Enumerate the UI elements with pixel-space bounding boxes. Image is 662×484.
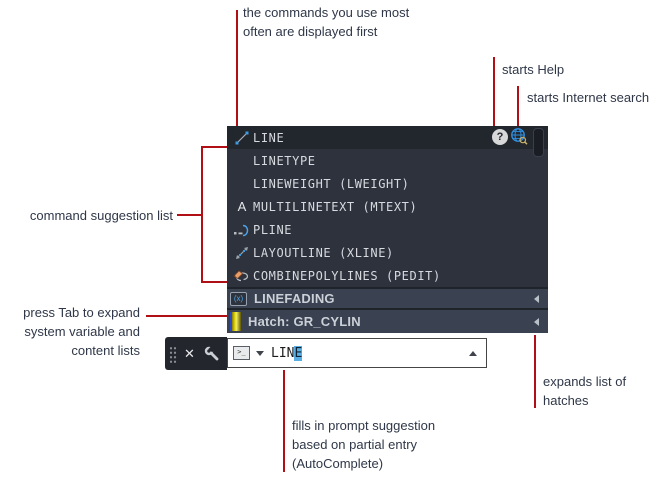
suggestion-row-layoutline[interactable]: LAYOUTLINE (XLINE) <box>227 241 548 264</box>
callout-line-autocomplete <box>283 370 285 472</box>
line-icon <box>231 130 253 146</box>
typed-part: LIN <box>271 345 295 361</box>
command-bar-toolbar: ✕ <box>165 337 227 370</box>
panel-separator <box>227 287 548 289</box>
annotation-command-suggestion-list: command suggestion list <box>29 208 173 223</box>
suggestion-row-combinepolylines[interactable]: COMBINEPOLYLINES (PEDIT) <box>227 264 548 287</box>
suggestion-row-multilinetext[interactable]: A MULTILINETEXT (MTEXT) <box>227 195 548 218</box>
mtext-glyph: A <box>237 199 247 214</box>
annotation-text-line: expands list of <box>543 374 627 389</box>
annotation-text-line: system variable and <box>24 324 140 339</box>
hatch-label: Hatch: GR_CYLIN <box>248 314 361 329</box>
pedit-icon <box>231 268 253 283</box>
suggestion-label: PLINE <box>253 222 293 237</box>
suggestion-row-pline[interactable]: PLINE <box>227 218 548 241</box>
system-variable-icon: (x) <box>230 291 247 306</box>
suggestion-label: COMBINEPOLYLINES (PEDIT) <box>253 268 441 283</box>
annotation-press-tab: press Tab to expand system variable and … <box>0 303 140 360</box>
annotation-top-commands: the commands you use most often are disp… <box>243 3 409 41</box>
annotation-text-line: based on partial entry <box>292 437 418 452</box>
callout-bracket-vertical <box>201 146 203 283</box>
command-prompt-icon: >_ <box>233 346 250 360</box>
callout-line-internet-search <box>517 86 519 126</box>
callout-line-hatches <box>534 335 536 408</box>
callout-bracket-top <box>201 146 228 148</box>
callout-line-top <box>236 10 238 126</box>
autocomplete-part: E <box>294 345 303 361</box>
recent-commands-dropdown-icon[interactable] <box>256 350 264 356</box>
close-icon[interactable]: ✕ <box>184 345 195 361</box>
sysvar-label: LINEFADING <box>254 291 335 306</box>
callout-bracket-bottom <box>201 281 228 283</box>
scrollbar-thumb[interactable] <box>533 128 544 157</box>
expand-history-icon[interactable] <box>469 351 477 356</box>
command-typed-text: LINE <box>271 345 303 361</box>
annotation-text-line: fills in prompt suggestion <box>292 418 436 433</box>
expand-left-icon[interactable] <box>534 294 539 303</box>
suggestion-row-linetype[interactable]: LINETYPE <box>227 149 548 172</box>
annotation-text-line: press Tab to expand <box>23 305 140 320</box>
suggestion-row-lineweight[interactable]: LINEWEIGHT (LWEIGHT) <box>227 172 548 195</box>
annotation-text-line: often are displayed first <box>243 24 378 39</box>
callout-line-press-tab <box>146 315 227 317</box>
suggestion-label: MULTILINETEXT (MTEXT) <box>253 199 418 214</box>
internet-search-icon[interactable] <box>510 127 529 146</box>
suggestion-label: LAYOUTLINE (XLINE) <box>253 245 394 260</box>
suggestion-label: LINETYPE <box>253 153 316 168</box>
expand-hatches-icon[interactable] <box>534 317 539 326</box>
annotation-text-line: the commands you use most <box>243 5 410 20</box>
drag-grip-icon[interactable] <box>169 344 177 363</box>
hatch-row-gr-cylin[interactable]: Hatch: GR_CYLIN <box>227 310 548 333</box>
xline-icon <box>231 245 253 261</box>
annotation-expands-hatches: expands list of hatches <box>543 372 626 410</box>
autocomplete-panel: LINE LINETYPE LINEWEIGHT (LWEIGHT) A MUL… <box>227 126 548 333</box>
hatch-swatch-icon <box>230 312 241 331</box>
callout-line-help <box>493 57 495 126</box>
wrench-icon[interactable] <box>204 345 220 362</box>
panel-separator <box>227 308 548 310</box>
annotation-text-line: (AutoComplete) <box>292 456 384 471</box>
suggestion-row-line[interactable]: LINE <box>227 126 548 149</box>
suggestion-label: LINEWEIGHT (LWEIGHT) <box>253 176 410 191</box>
annotation-text-line: hatches <box>543 393 589 408</box>
annotation-text-line: content lists <box>71 343 140 358</box>
mtext-icon: A <box>231 199 253 214</box>
command-input[interactable]: >_ LINE <box>227 338 487 368</box>
suggestion-label: LINE <box>253 130 285 145</box>
annotation-starts-internet-search: starts Internet search <box>527 90 650 105</box>
pline-icon <box>231 222 253 238</box>
callout-line-suggestion-label <box>177 214 202 216</box>
annotation-starts-help: starts Help <box>502 62 565 77</box>
help-icon[interactable]: ? <box>492 129 508 145</box>
sysvar-row-linefading[interactable]: (x) LINEFADING <box>227 289 548 308</box>
annotation-autocomplete: fills in prompt suggestion based on part… <box>292 416 435 473</box>
